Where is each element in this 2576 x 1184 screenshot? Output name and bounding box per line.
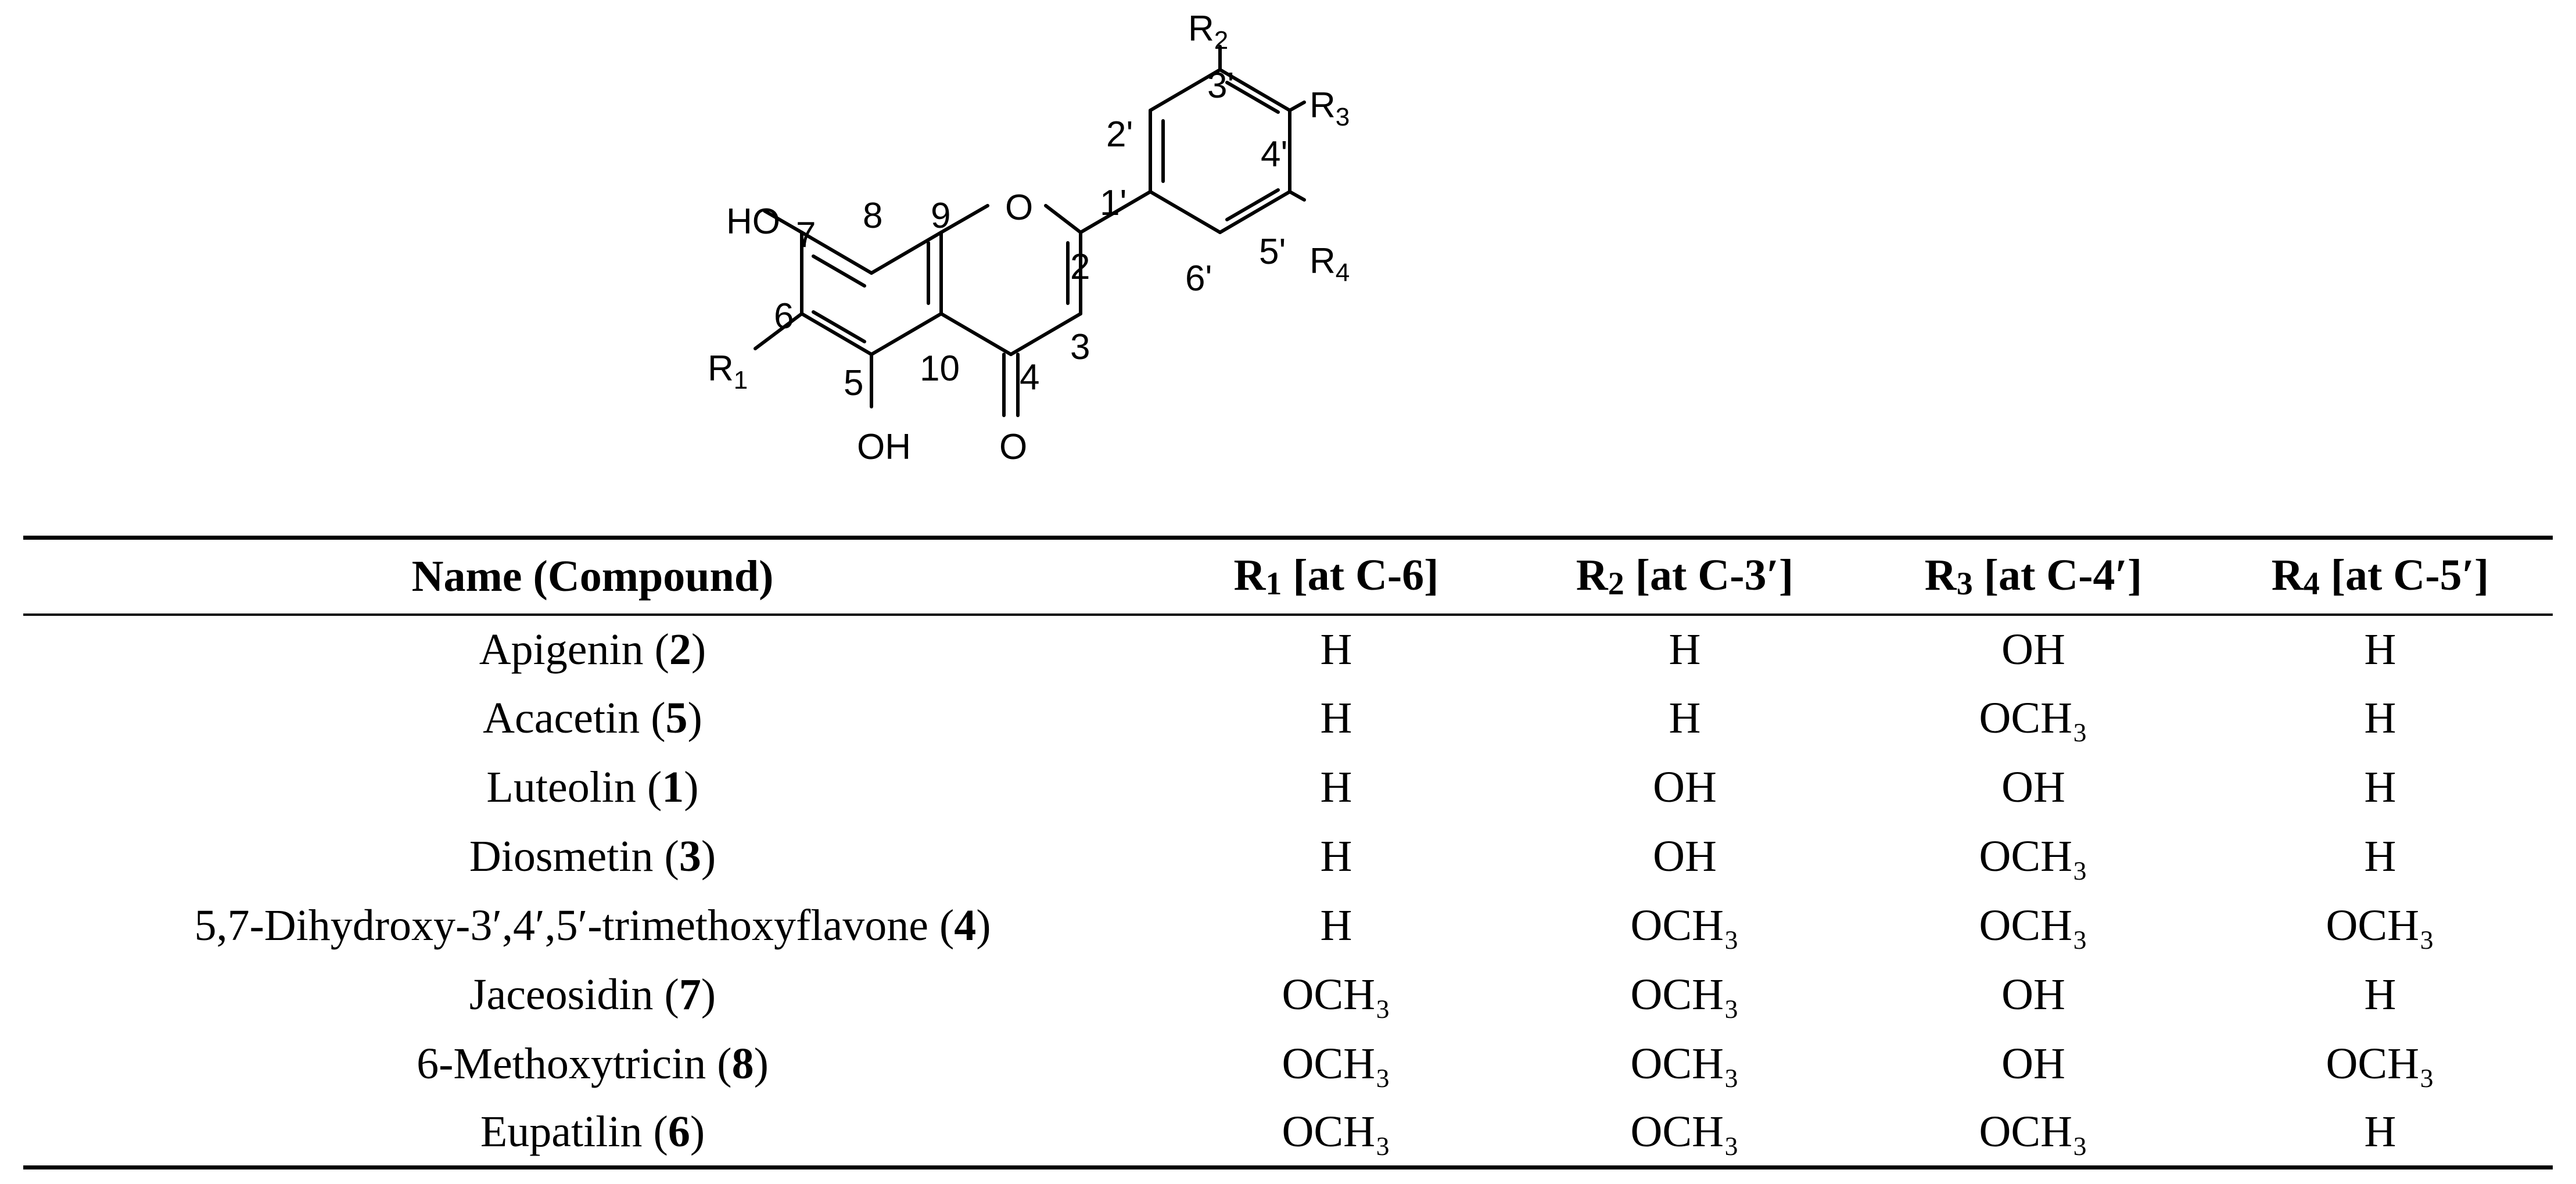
r3-value: OCH₃ bbox=[1979, 1107, 2088, 1156]
table-row: 5,7-Dihydroxy-3′,4′,5′-trimethoxyflavone… bbox=[23, 891, 2553, 960]
r4-value: OCH₃ bbox=[2326, 900, 2435, 950]
header-r1: R1 [at C-6] bbox=[1233, 551, 1439, 602]
compound-number: 3 bbox=[679, 831, 701, 881]
r2-value: OCH₃ bbox=[1630, 1039, 1739, 1088]
compound-name: Jaceosidin (7) bbox=[469, 970, 716, 1019]
table-row: Diosmetin (3) H OH OCH₃ H bbox=[23, 822, 2553, 891]
r3-value: OCH₃ bbox=[1979, 831, 2088, 881]
r4-value: H bbox=[2364, 625, 2396, 674]
r1-value: OCH₃ bbox=[1282, 970, 1391, 1019]
r3-value: OH bbox=[2001, 762, 2065, 812]
compound-name: Acacetin (5) bbox=[483, 693, 702, 742]
position-8-label: 8 bbox=[863, 196, 882, 236]
hydroxyl-label-c7: HO bbox=[726, 202, 780, 242]
header-r3: R3 [at C-4′] bbox=[1924, 551, 2143, 602]
hydroxyl-label-c5: OH bbox=[857, 427, 911, 467]
compound-number: 4 bbox=[954, 900, 977, 950]
r3-label: R3 bbox=[1309, 85, 1350, 131]
table-header-row: Name (Compound) R1 [at C-6] R2 [at C-3′]… bbox=[23, 537, 2553, 615]
position-9-label: 9 bbox=[931, 196, 950, 236]
r2-value: OCH₃ bbox=[1630, 970, 1739, 1019]
r1-value: H bbox=[1320, 900, 1352, 950]
r4-value: H bbox=[2364, 693, 2396, 742]
r2-value: OH bbox=[1653, 762, 1717, 812]
r4-value: H bbox=[2364, 831, 2396, 881]
table-row: Jaceosidin (7) OCH₃ OCH₃ OH H bbox=[23, 960, 2553, 1029]
position-7-label: 7 bbox=[796, 215, 816, 255]
position-10-label: 10 bbox=[920, 349, 960, 389]
r4-label: R4 bbox=[1309, 241, 1350, 287]
position-3-label: 3 bbox=[1070, 327, 1090, 367]
compound-number: 7 bbox=[679, 970, 701, 1019]
header-r2: R2 [at C-3′] bbox=[1576, 551, 1794, 602]
r2-value: H bbox=[1669, 693, 1701, 742]
r2-value: OCH₃ bbox=[1630, 900, 1739, 950]
header-r4: R4 [at C-5′] bbox=[2271, 551, 2489, 602]
compound-number: 8 bbox=[731, 1039, 754, 1088]
compound-name: Luteolin (1) bbox=[486, 762, 699, 812]
flavone-structure: HO OH O O R1 R2 R3 R4 2 3 4 5 6 7 8 9 10… bbox=[708, 9, 1350, 467]
position-5prime-label: 5' bbox=[1259, 232, 1286, 272]
ring-oxygen-label: O bbox=[1005, 188, 1033, 228]
table-row: 6-Methoxytricin (8) OCH₃ OCH₃ OH OCH₃ bbox=[23, 1029, 2553, 1099]
r1-value: H bbox=[1320, 693, 1352, 742]
r4-value: H bbox=[2364, 762, 2396, 812]
position-1prime-label: 1' bbox=[1100, 183, 1126, 223]
compound-name: 6-Methoxytricin (8) bbox=[417, 1039, 769, 1088]
carbonyl-oxygen-label: O bbox=[999, 427, 1027, 467]
compound-name: Eupatilin (6) bbox=[480, 1107, 705, 1156]
table-row: Acacetin (5) H H OCH₃ H bbox=[23, 684, 2553, 753]
position-6prime-label: 6' bbox=[1185, 259, 1212, 299]
r3-value: OH bbox=[2001, 970, 2065, 1019]
r4-value: H bbox=[2364, 970, 2396, 1019]
r1-value: OCH₃ bbox=[1282, 1039, 1391, 1088]
position-6-label: 6 bbox=[774, 296, 794, 336]
compound-number: 2 bbox=[669, 625, 691, 674]
r4-value: H bbox=[2364, 1107, 2396, 1156]
header-name: Name (Compound) bbox=[411, 551, 774, 601]
compound-number: 6 bbox=[668, 1107, 690, 1156]
position-2-label: 2 bbox=[1070, 247, 1090, 287]
r3-value: OH bbox=[2001, 625, 2065, 674]
r2-value: OH bbox=[1653, 831, 1717, 881]
structure-bonds bbox=[754, 45, 1306, 417]
compound-table: Name (Compound) R1 [at C-6] R2 [at C-3′]… bbox=[23, 536, 2553, 1169]
r2-value: OCH₃ bbox=[1630, 1107, 1739, 1156]
position-3prime-label: 3' bbox=[1207, 66, 1234, 106]
r1-value: H bbox=[1320, 831, 1352, 881]
position-4prime-label: 4' bbox=[1261, 134, 1287, 174]
r1-label: R1 bbox=[708, 349, 748, 394]
compound-name: Diosmetin (3) bbox=[469, 831, 716, 881]
position-4-label: 4 bbox=[1020, 357, 1039, 397]
compound-number: 5 bbox=[665, 693, 688, 742]
position-2prime-label: 2' bbox=[1106, 114, 1133, 155]
position-5-label: 5 bbox=[844, 363, 863, 403]
r2-value: H bbox=[1669, 625, 1701, 674]
compound-number: 1 bbox=[662, 762, 684, 812]
r1-value: H bbox=[1320, 762, 1352, 812]
r1-value: H bbox=[1320, 625, 1352, 674]
r1-value: OCH₃ bbox=[1282, 1107, 1391, 1156]
r3-value: OCH₃ bbox=[1979, 693, 2088, 742]
r3-value: OH bbox=[2001, 1039, 2065, 1088]
table-row: Eupatilin (6) OCH₃ OCH₃ OCH₃ H bbox=[23, 1099, 2553, 1168]
r2-label: R2 bbox=[1188, 9, 1228, 55]
r3-value: OCH₃ bbox=[1979, 900, 2088, 950]
table-row: Luteolin (1) H OH OH H bbox=[23, 753, 2553, 822]
r4-value: OCH₃ bbox=[2326, 1039, 2435, 1088]
structure-labels: HO OH O O R1 R2 R3 R4 2 3 4 5 6 7 8 9 10… bbox=[708, 9, 1350, 467]
compound-name: Apigenin (2) bbox=[479, 625, 706, 674]
table-row: Apigenin (2) H H OH H bbox=[23, 615, 2553, 684]
compound-name: 5,7-Dihydroxy-3′,4′,5′-trimethoxyflavone… bbox=[194, 900, 991, 950]
